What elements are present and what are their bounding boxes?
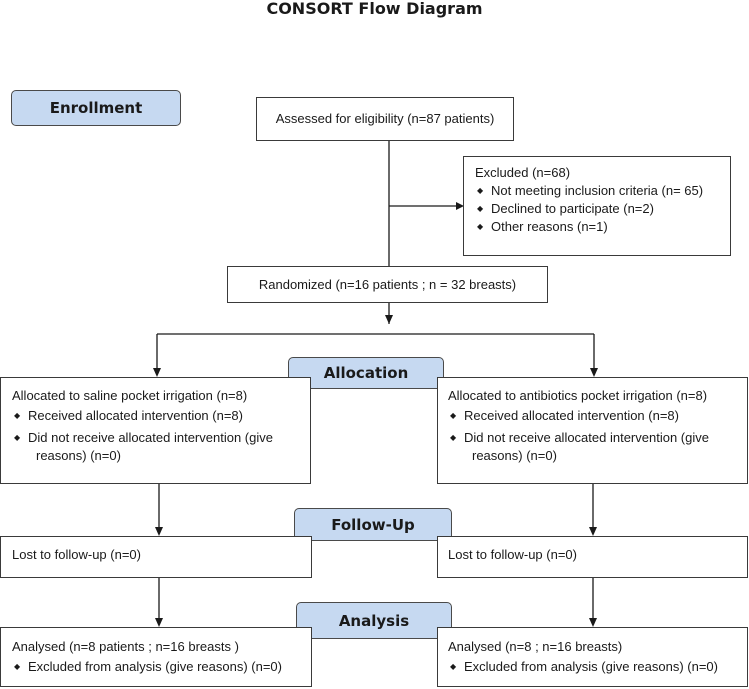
arrowhead-right-followup [589,527,597,536]
right-analysis-excluded: Excluded from analysis (give reasons) (n… [448,658,747,676]
stage-allocation: Allocation [288,357,444,389]
excluded-item: Declined to participate (n=2) [475,200,730,218]
arrowhead-left-followup [155,527,163,536]
excluded-box: Excluded (n=68) Not meeting inclusion cr… [463,156,731,256]
left-followup-box: Lost to follow-up (n=0) [0,536,312,578]
excluded-item: Other reasons (n=1) [475,218,730,236]
right-allocation-not-received: Did not receive allocated intervention (… [448,429,747,447]
left-analysis-excluded: Excluded from analysis (give reasons) (n… [12,658,311,676]
left-allocation-not-received: Did not receive allocated intervention (… [12,429,310,447]
arrowhead-right-allocation [590,368,598,377]
excluded-heading: Excluded (n=68) [475,165,571,180]
right-allocation-received: Received allocated intervention (n=8) [448,407,747,425]
left-followup-text: Lost to follow-up (n=0) [12,547,141,562]
left-allocation-not-received-cont: reasons) (n=0) [36,448,121,463]
assessed-box: Assessed for eligibility (n=87 patients) [256,97,514,141]
arrowhead-excluded [456,202,464,210]
right-analysis-box: Analysed (n=8 ; n=16 breasts) Excluded f… [437,627,748,687]
randomized-box: Randomized (n=16 patients ; n = 32 breas… [227,266,548,303]
stage-enrollment: Enrollment [11,90,181,126]
left-allocation-heading: Allocated to saline pocket irrigation (n… [12,388,248,403]
stage-followup: Follow-Up [294,508,452,541]
diagram-title: CONSORT Flow Diagram [266,0,483,18]
arrowhead-right-analysis [589,618,597,627]
right-allocation-heading: Allocated to antibiotics pocket irrigati… [448,388,708,403]
right-followup-text: Lost to follow-up (n=0) [448,547,577,562]
arrowhead-randomized [385,315,393,324]
left-analysis-box: Analysed (n=8 patients ; n=16 breasts ) … [0,627,312,687]
right-analysis-heading: Analysed (n=8 ; n=16 breasts) [448,639,623,654]
left-allocation-received: Received allocated intervention (n=8) [12,407,310,425]
stage-analysis: Analysis [296,602,452,639]
right-allocation-box: Allocated to antibiotics pocket irrigati… [437,377,748,484]
left-analysis-heading: Analysed (n=8 patients ; n=16 breasts ) [12,639,239,654]
randomized-text: Randomized (n=16 patients ; n = 32 breas… [258,276,517,292]
arrowhead-left-analysis [155,618,163,627]
assessed-text: Assessed for eligibility (n=87 patients) [275,111,495,126]
left-allocation-box: Allocated to saline pocket irrigation (n… [0,377,311,484]
excluded-item: Not meeting inclusion criteria (n= 65) [475,182,730,200]
right-allocation-not-received-cont: reasons) (n=0) [472,448,557,463]
arrowhead-left-allocation [153,368,161,377]
right-followup-box: Lost to follow-up (n=0) [437,536,748,578]
